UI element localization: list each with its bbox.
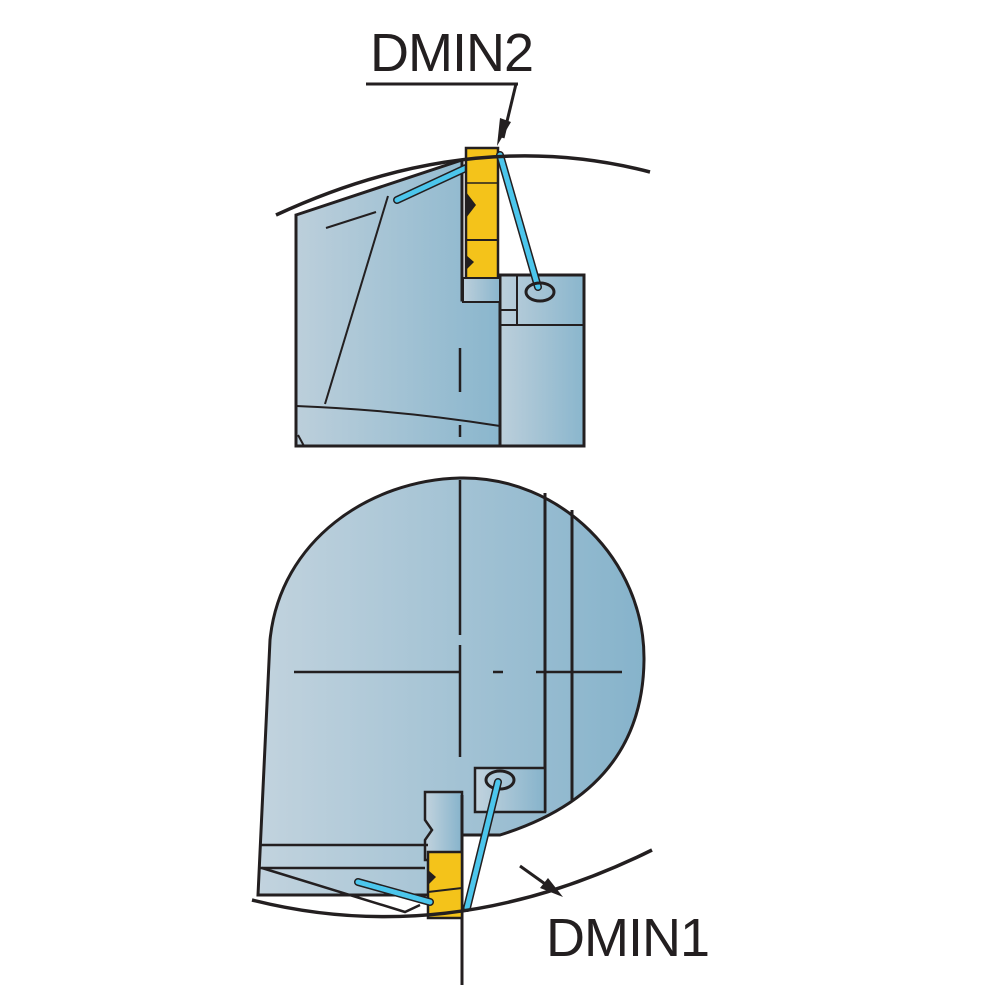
coolant-line-bottom [464, 779, 501, 911]
dmin2-arc [275, 154, 651, 217]
dmin2-label: DMIN2 [370, 23, 534, 83]
insert-bottom [426, 850, 464, 920]
dmin1-leader [519, 864, 549, 888]
bottom-view [251, 476, 653, 985]
insert-top [462, 146, 501, 303]
coolant-line [497, 152, 541, 290]
coolant-nozzle [524, 281, 556, 303]
arrow-head-icon [540, 878, 563, 897]
coolant-channel-bottom [355, 879, 433, 905]
tool-head-bottom [256, 476, 646, 897]
top-view [275, 82, 651, 448]
dmin1-arc [251, 848, 653, 919]
coolant-channel [394, 165, 469, 203]
dmin1-label: DMIN1 [546, 908, 710, 968]
dmin2-leader [366, 82, 518, 146]
shank-block-top [498, 273, 586, 448]
arrow-head-icon [497, 118, 511, 146]
